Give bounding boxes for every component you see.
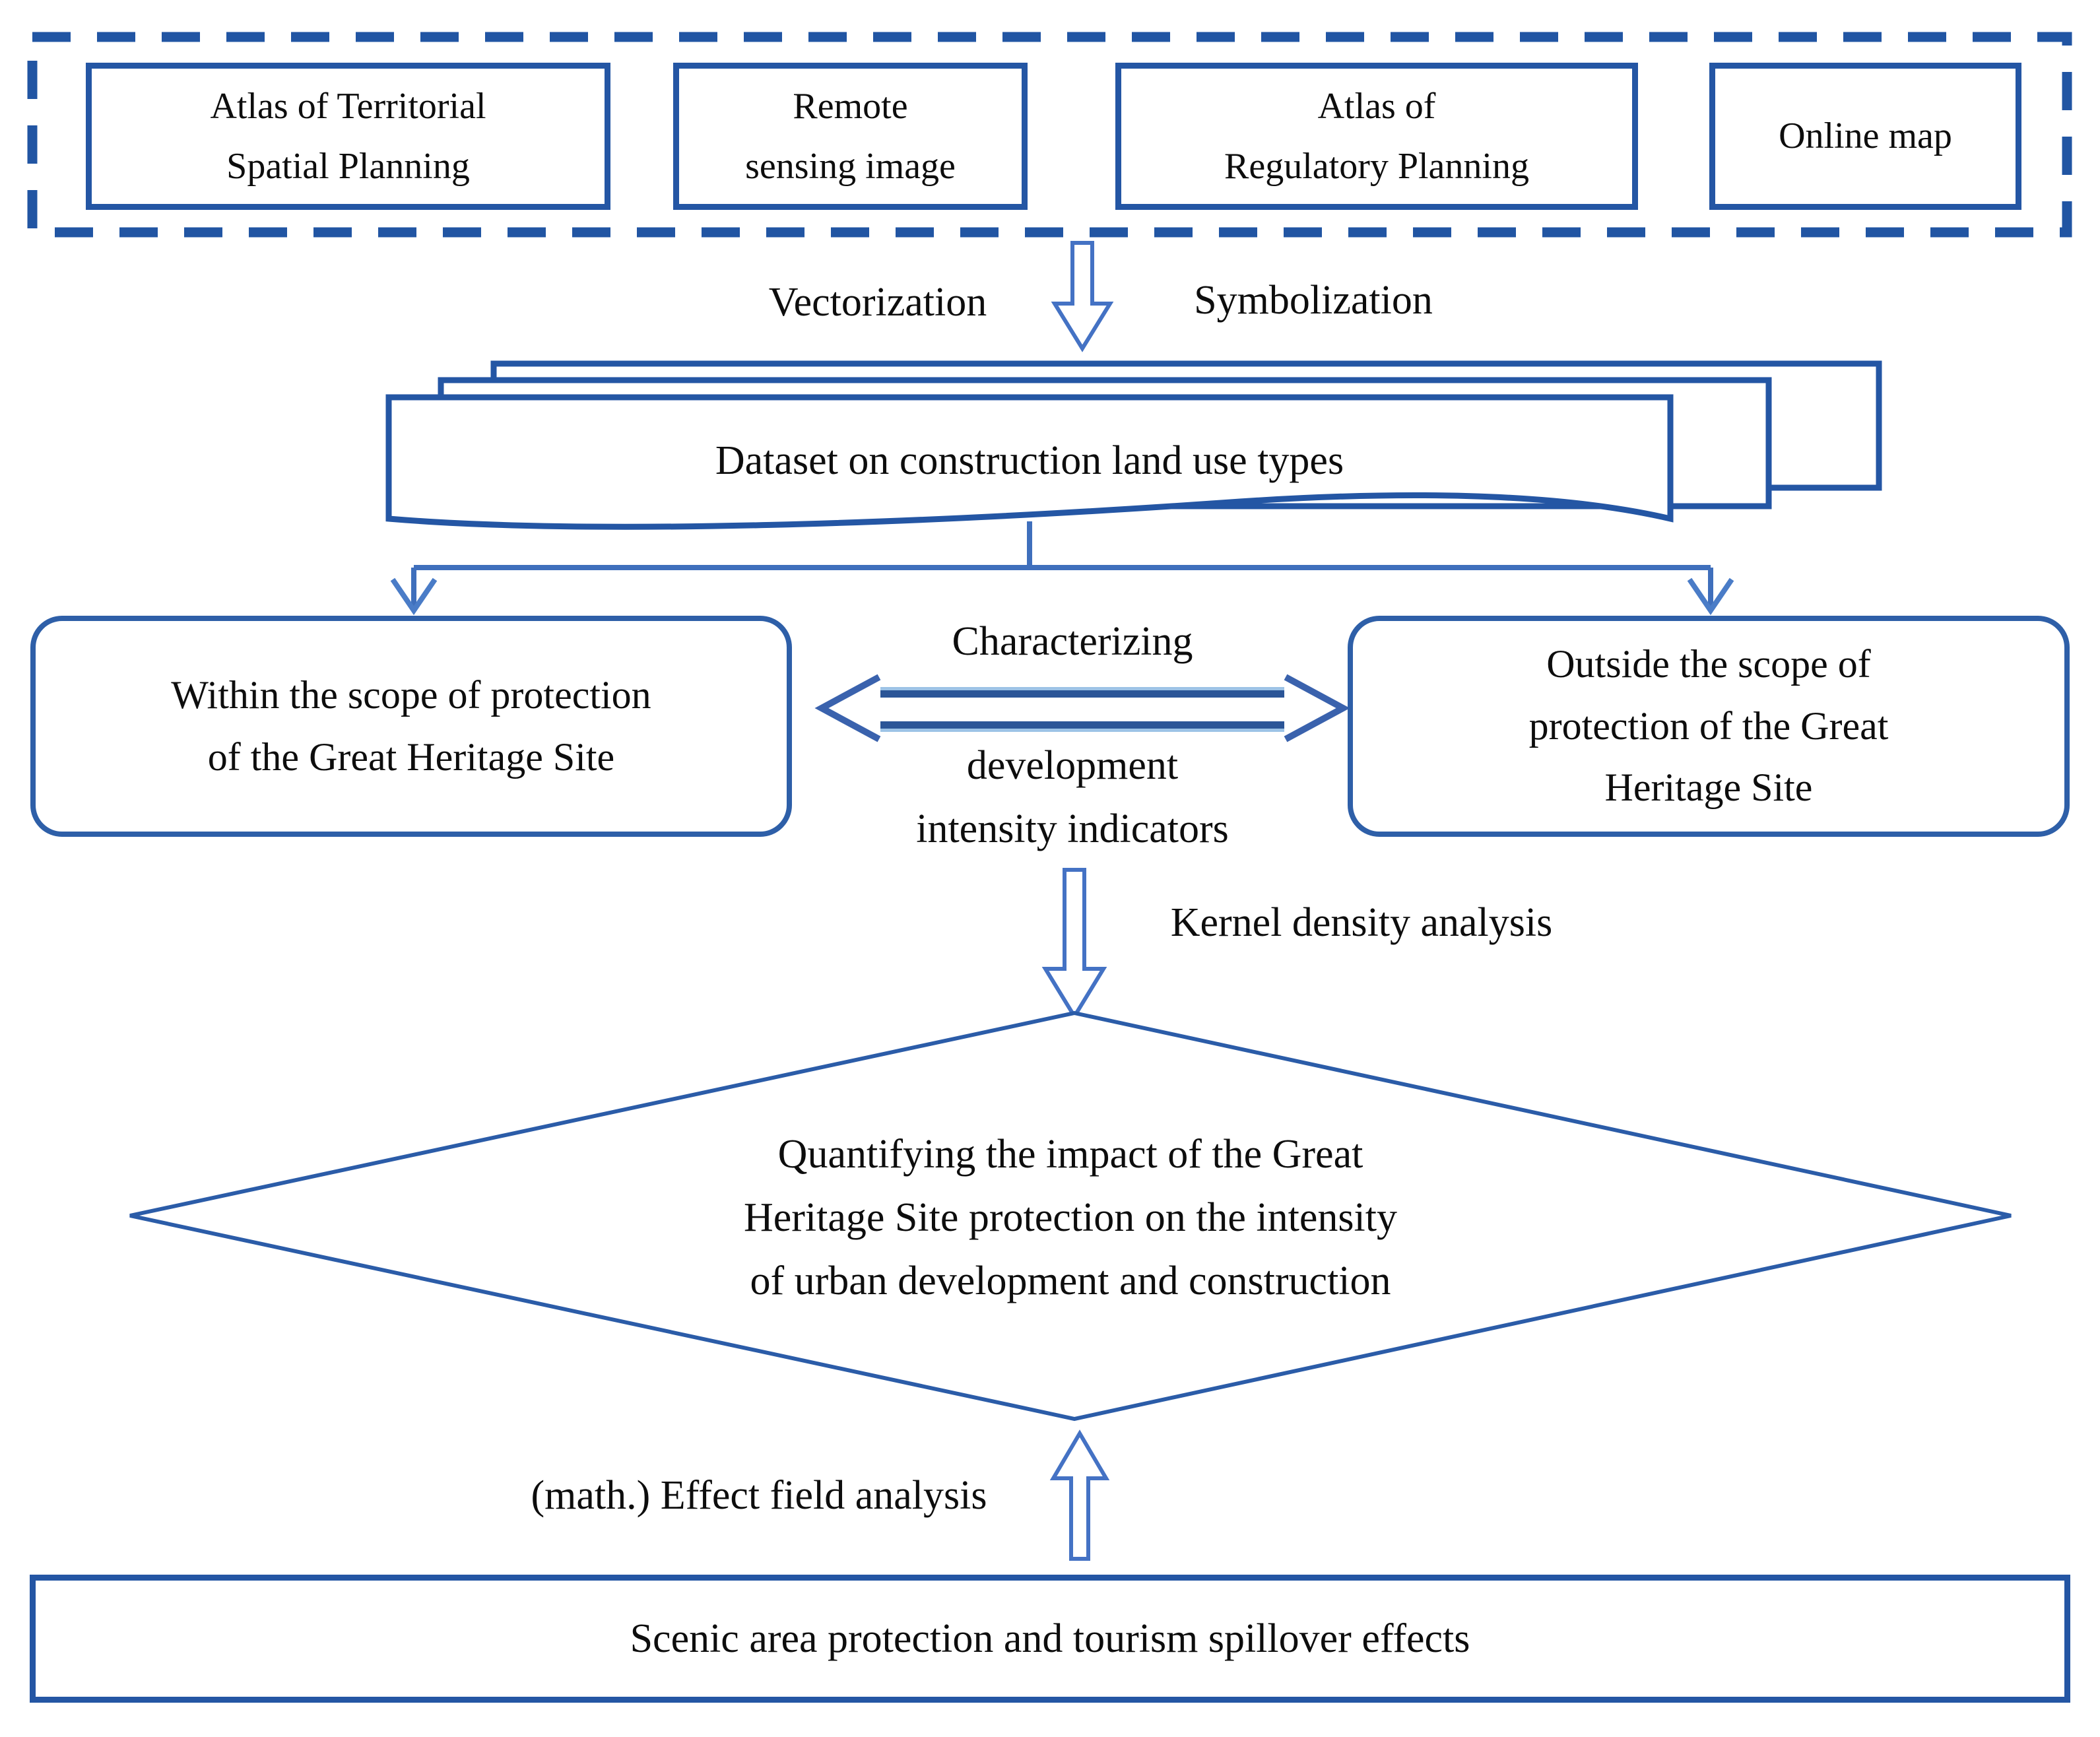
double-arrow-top-bar [880, 690, 1284, 698]
dataset-label: Dataset on construction land use types [715, 438, 1344, 483]
source-box-online-map: Online map [1709, 63, 2021, 210]
kernel-density-label: Kernel density analysis [1170, 900, 1553, 945]
double-arrow-bottom-bar [880, 721, 1284, 729]
vectorization-label: Vectorization [768, 279, 987, 325]
split-connector [411, 521, 1713, 606]
document-sheet-front [385, 394, 1674, 530]
development-indicators-label: development intensity indicators [916, 742, 1229, 851]
decision-diamond [129, 1010, 2012, 1422]
arrowhead-to-outside-box [1687, 577, 1734, 616]
effect-field-label: (math.) Effect field analysis [531, 1472, 987, 1518]
arrow-result-to-decision [1049, 1429, 1110, 1561]
arrowhead-to-within-box [390, 577, 438, 616]
data-sources-dashed-frame [27, 32, 2072, 238]
double-arrow-top-highlight [880, 687, 1284, 690]
source-box-regulatory-planning: Atlas of Regulatory Planning [1115, 63, 1638, 210]
result-box: Scenic area protection and tourism spill… [30, 1575, 2070, 1703]
within-scope-box: Within the scope of protection of the Gr… [30, 616, 792, 837]
symbolization-label: Symbolization [1194, 277, 1433, 323]
double-arrow-bottom-highlight [880, 729, 1284, 732]
double-arrow-right-head [1284, 674, 1350, 742]
arrow-indicators-to-decision [1041, 868, 1107, 1020]
double-arrow-left-head [814, 674, 881, 742]
source-box-territorial-planning: Atlas of Territorial Spatial Planning [86, 63, 610, 210]
arrow-sources-to-dataset [1051, 241, 1114, 352]
outside-scope-box: Outside the scope of protection of the G… [1348, 616, 2070, 837]
characterizing-label: Characterizing [952, 618, 1193, 664]
source-box-remote-sensing: Remote sensing image [673, 63, 1028, 210]
decision-label: Quantifying the impact of the Great Heri… [743, 1131, 1398, 1304]
